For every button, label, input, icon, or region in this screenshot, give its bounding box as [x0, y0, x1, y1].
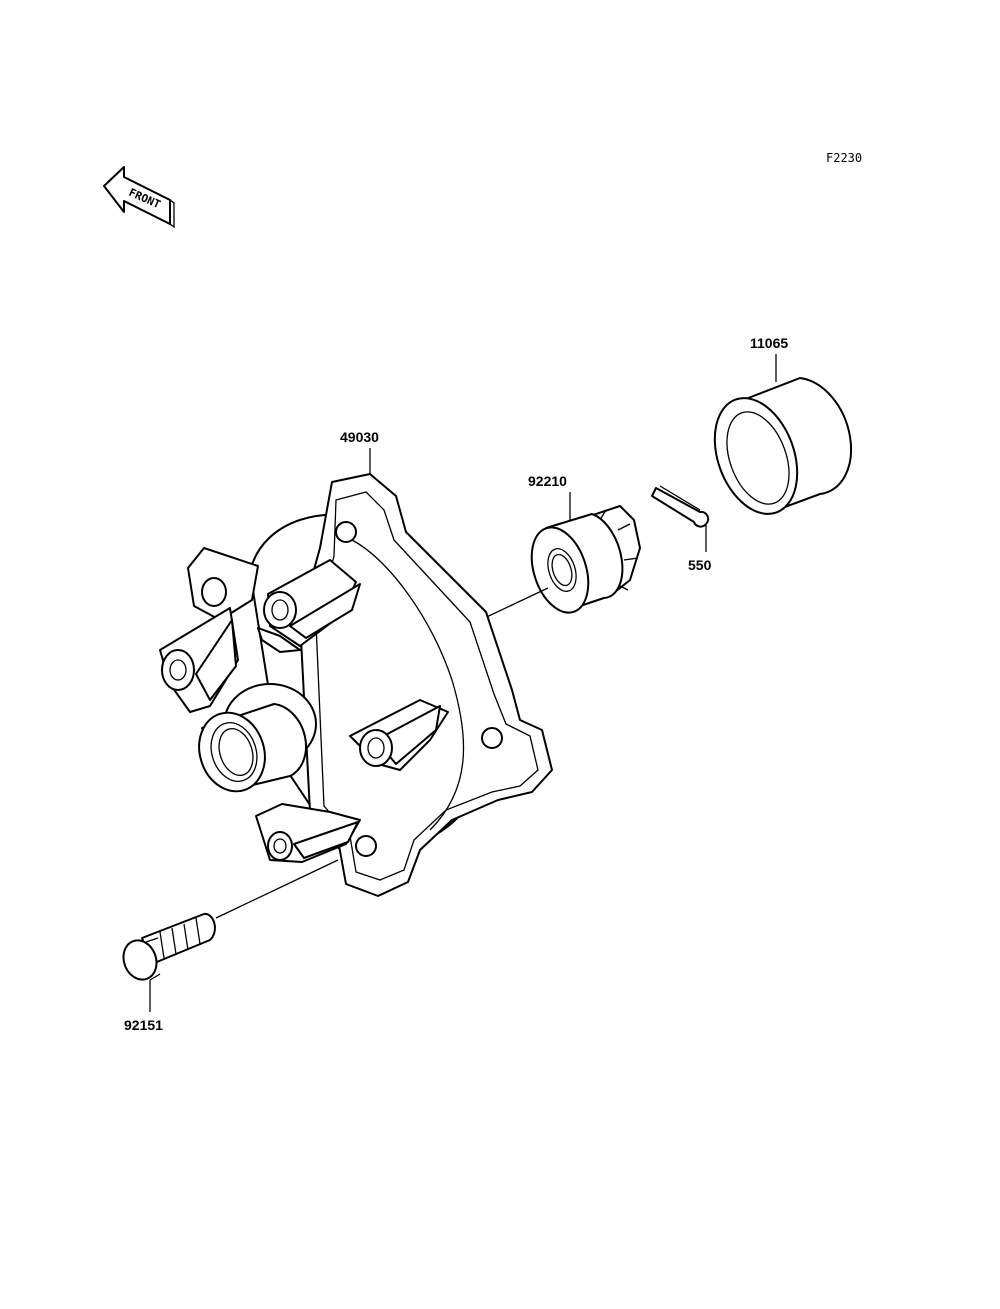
front-arrow-icon: FRONT [103, 166, 175, 229]
part-550-cotter-pin: 550 [651, 485, 712, 573]
part-11065-collar: 11065 [713, 335, 853, 515]
part-label-92210: 92210 [528, 473, 567, 489]
part-49030-hub: 49030 [159, 429, 553, 897]
part-92210-castle-nut: 92210 [528, 473, 641, 614]
part-label-550: 550 [688, 557, 712, 573]
part-92151-stud: 92151 [122, 912, 216, 1033]
part-label-11065: 11065 [750, 335, 788, 351]
part-label-49030: 49030 [340, 429, 379, 445]
diagram-ref-code: F2230 [826, 151, 862, 165]
part-label-92151: 92151 [124, 1017, 163, 1033]
